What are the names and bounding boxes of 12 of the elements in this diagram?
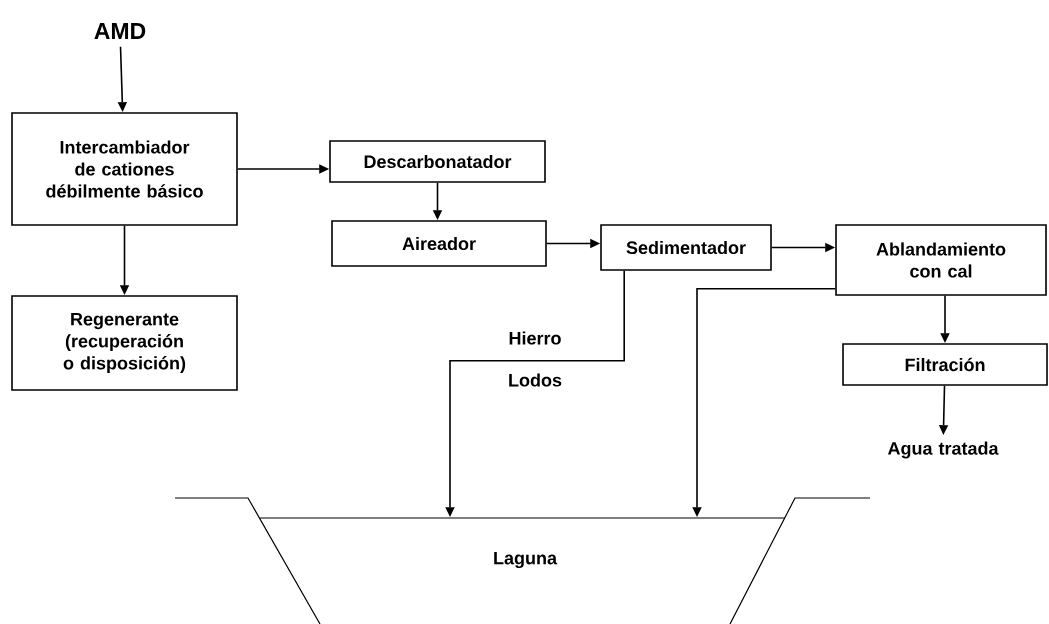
- output-label: Agua tratada: [887, 441, 999, 459]
- flow-label: Lodos: [509, 373, 562, 387]
- process-box: Sedimentador: [600, 224, 772, 271]
- input-label: AMD: [94, 23, 146, 39]
- flow-label: Hierro: [509, 331, 561, 345]
- process-box: Ablandamiento con cal: [835, 224, 1047, 296]
- process-box: Regenerante (recuperación o disposición): [11, 295, 238, 391]
- lagoon-drawing: Laguna: [174, 497, 871, 624]
- process-box: Aireador: [331, 220, 547, 267]
- process-box: Filtración: [842, 343, 1048, 386]
- process-box: Intercambiador de cationes débilmente básico: [11, 112, 238, 226]
- process-box: Descarbonatador: [329, 140, 546, 183]
